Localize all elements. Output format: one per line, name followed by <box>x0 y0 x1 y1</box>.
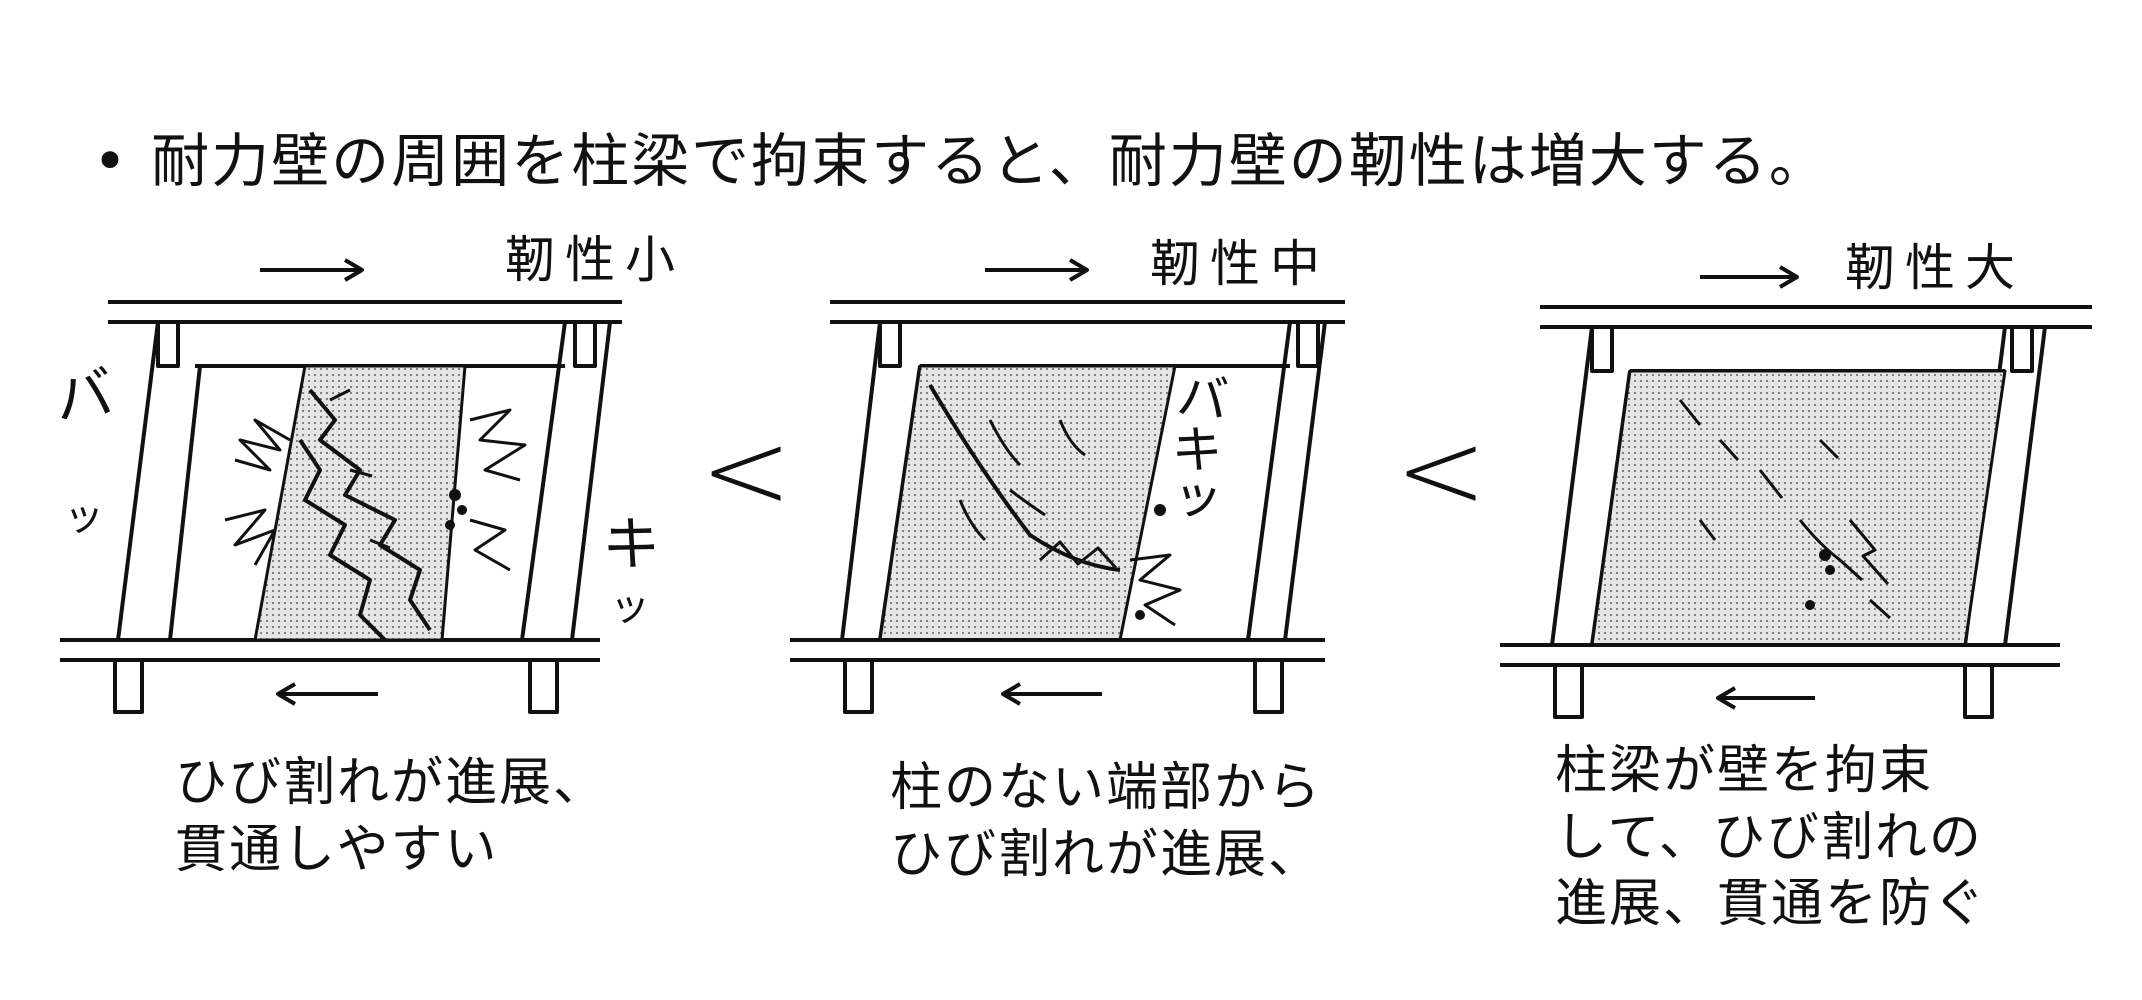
less-than-symbol-2: < <box>1395 406 1488 534</box>
sfx-small-tsu-2: ッ <box>610 584 650 630</box>
panel-title-medium: 靭性中 <box>1150 235 1330 293</box>
caption-medium: 柱のない端部から ひび割れが進展、 <box>890 758 1323 885</box>
sfx-ba: バ <box>50 358 117 433</box>
less-than-symbol-1: < <box>700 406 793 534</box>
panel-large-toughness <box>1500 265 2092 719</box>
caption-small: ひび割れが進展、 貫通しやすい <box>175 753 608 880</box>
bullet-mark: • <box>92 127 130 196</box>
caption-large: 柱梁が壁を拘束 して、ひび割れの 進展、貫通を防ぐ <box>1555 741 1988 935</box>
panel-small-toughness <box>60 258 622 714</box>
panel-medium-toughness <box>790 258 1345 714</box>
panel-title-large: 靭性大 <box>1845 239 2025 297</box>
sfx-small-tsu-1: ッ <box>64 494 104 540</box>
sfx-ki: キ <box>598 507 665 582</box>
headline: • 耐力壁の周囲を柱梁で拘束すると、耐力壁の靭性は増大する。 <box>52 50 1829 198</box>
panel-title-small: 靭性小 <box>505 231 685 289</box>
headline-text: 耐力壁の周囲を柱梁で拘束すると、耐力壁の靭性は増大する。 <box>151 127 1829 196</box>
